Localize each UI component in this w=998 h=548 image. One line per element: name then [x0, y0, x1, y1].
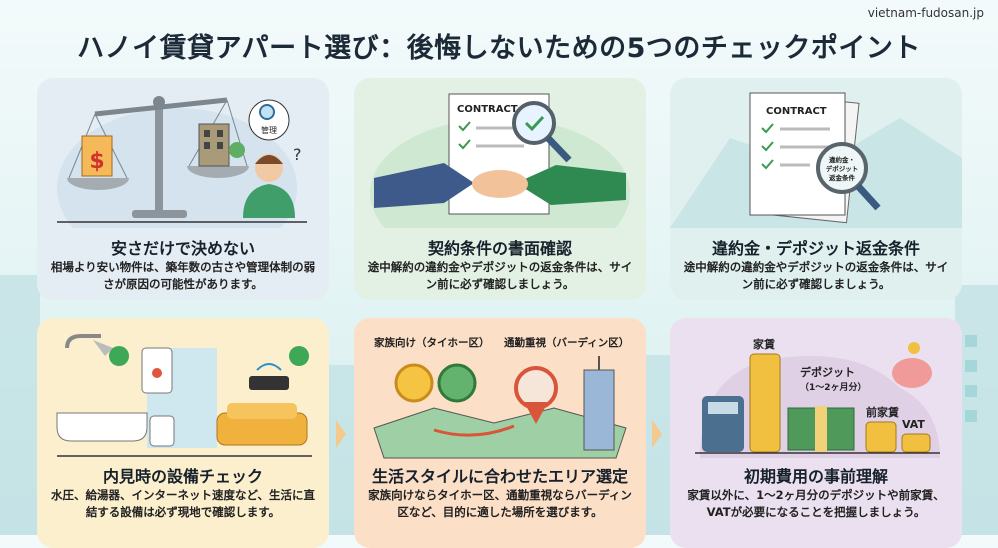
- card-facility-check: 内見時の設備チェック 水圧、給湯器、インターネット速度など、生活に直結する設備は…: [37, 318, 329, 548]
- contract-illustration: CONTRACT 違約金・デポジット返金条件: [670, 92, 962, 228]
- costs-illustration: 家賃 デポジット （1〜2ヶ月分） 前家賃 VAT: [695, 337, 940, 458]
- scale-illustration: $ 管理 ?: [57, 96, 307, 228]
- building-icon: [198, 123, 245, 167]
- handshake-illustration: CONTRACT: [370, 93, 630, 228]
- card-contract-terms: CONTRACT 契約条件の書面確認 途中解約の違約金やデポジットの返金条件は、…: [354, 78, 646, 300]
- card-body: 途中解約の違約金やデポジットの返金条件は、サイン前に必ず確認しましょう。: [367, 260, 633, 291]
- check-icon: [109, 346, 129, 366]
- card-area-selection: 家族向け（タイホー区） 通勤重視（バーディン区） 生活スタイルに合わせたエリア選…: [354, 318, 646, 548]
- svg-text:CONTRACT: CONTRACT: [457, 104, 518, 115]
- svg-text:VAT: VAT: [902, 418, 925, 431]
- svg-text:違約金・: 違約金・: [829, 155, 855, 164]
- wifi-router-icon: [249, 346, 309, 390]
- svg-text:家賃: 家賃: [753, 337, 775, 351]
- handshake-icon: [374, 163, 626, 208]
- card-body: 途中解約の違約金やデポジットの返金条件は、サイン前に必ず確認しましょう。: [683, 260, 949, 291]
- magnifier-icon: [512, 101, 572, 163]
- card-heading: 違約金・デポジット返金条件: [711, 239, 920, 258]
- card-heading: 安さだけで決めない: [110, 239, 255, 258]
- page-title: ハノイ賃貸アパート選び：後悔しないための5つのチェックポイント: [77, 33, 921, 64]
- thinking-person-icon: ?: [243, 145, 302, 218]
- svg-text:デポジット: デポジット: [826, 164, 859, 173]
- calculator-icon: [702, 396, 744, 452]
- card-heading: 生活スタイルに合わせたエリア選定: [371, 467, 628, 486]
- card-body: 家賃以外に、1〜2ヶ月分のデポジットや前家賃、VATが必要になることを把握しまし…: [687, 488, 945, 519]
- svg-text:（1〜2ヶ月分）: （1〜2ヶ月分）: [800, 381, 867, 393]
- skyscraper-icon: [583, 356, 615, 451]
- svg-text:CONTRACT: CONTRACT: [766, 106, 827, 117]
- card-body: 水圧、給湯器、インターネット速度など、生活に直結する設備は必ず現地で確認します。: [51, 488, 315, 519]
- svg-text:家族向け（タイホー区）: 家族向け（タイホー区）: [374, 336, 490, 349]
- cash-icon: [787, 406, 855, 452]
- water-heater-icon: [141, 347, 173, 394]
- shower-icon: [56, 334, 148, 442]
- svg-text:デポジット: デポジット: [800, 365, 855, 379]
- svg-text:?: ?: [293, 145, 302, 164]
- card-heading: 内見時の設備チェック: [102, 467, 263, 486]
- card-body: 家族向けならタイホー区、通勤重視ならバーディン区など、目的に適した場所を選びます…: [368, 488, 632, 519]
- svg-text:前家賃: 前家賃: [866, 405, 899, 419]
- piggy-bank-icon: [892, 342, 932, 388]
- card-initial-costs: 家賃 デポジット （1〜2ヶ月分） 前家賃 VAT 初期費用の事前理解 家賃以外…: [670, 318, 962, 548]
- sofa-icon: [216, 403, 308, 446]
- card-deposit-refund: CONTRACT 違約金・デポジット返金条件 違約金・デポジット返金条件 途中解…: [670, 78, 962, 300]
- card-cheap-price: $ 管理 ? 安さだけで決めない 相場より安い物件は、築年数の古さや管理体制の弱…: [37, 78, 329, 300]
- map-illustration: 家族向け（タイホー区） 通勤重視（バーディン区）: [373, 336, 629, 459]
- magnifier-bubble-icon: 管理: [248, 99, 290, 141]
- magnifier-icon: 違約金・デポジット返金条件: [816, 142, 881, 211]
- price-tag-icon: $: [81, 135, 113, 177]
- card-body: 相場より安い物件は、築年数の古さや管理体制の弱さが原因の可能性があります。: [50, 260, 316, 291]
- card-heading: 契約条件の書面確認: [427, 239, 572, 258]
- flow-arrow-icon: [336, 420, 346, 448]
- svg-text:$: $: [89, 149, 104, 174]
- facility-illustration: [56, 334, 312, 457]
- toilet-icon: [149, 415, 175, 447]
- svg-text:返金条件: 返金条件: [829, 173, 856, 182]
- card-heading: 初期費用の事前理解: [743, 467, 888, 486]
- location-pin-icon: [394, 363, 558, 424]
- scale-icon: [67, 96, 249, 218]
- route-arrow-icon: [433, 424, 515, 437]
- site-url: vietnam-fudosan.jp: [867, 6, 984, 20]
- svg-text:通勤重視（バーディン区）: 通勤重視（バーディン区）: [504, 336, 629, 349]
- coins-icon: [749, 353, 931, 453]
- flow-arrow-icon: [652, 420, 662, 448]
- svg-text:管理: 管理: [261, 125, 277, 135]
